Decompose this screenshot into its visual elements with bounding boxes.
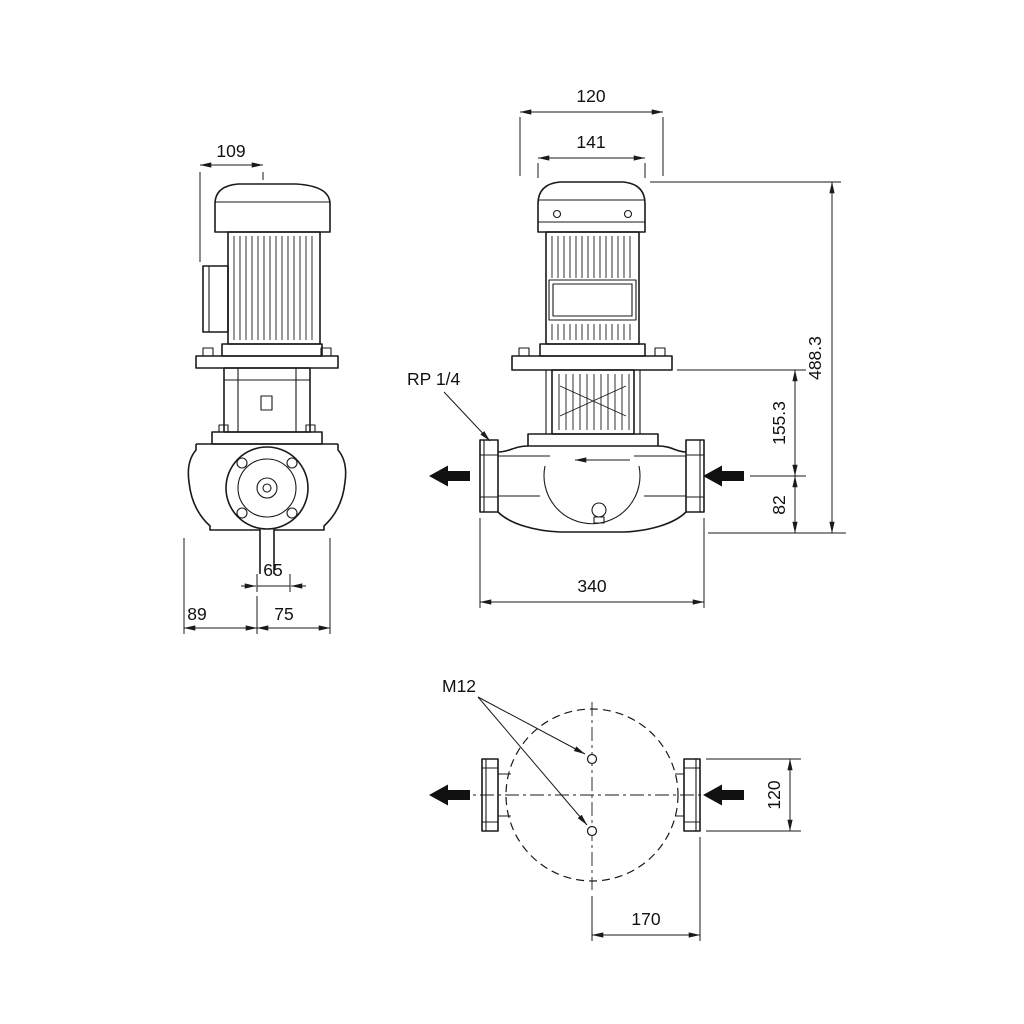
plan-right-flange — [675, 758, 701, 832]
front-view: RP 1/4 120 141 340 82 155.3 488.3 — [407, 86, 846, 608]
dimension-89-75: 89 75 — [183, 538, 331, 634]
dimension-65: 65 — [241, 560, 306, 592]
dim-label-109: 109 — [216, 141, 245, 161]
front-motor-base — [539, 343, 646, 357]
side-motor-base — [221, 343, 323, 357]
flow-arrow-left — [429, 784, 470, 806]
dimension-120-plan: 120 — [706, 758, 801, 832]
side-fan-cover — [214, 183, 331, 233]
plan-left-flange — [481, 758, 511, 832]
side-view: 109 65 89 75 — [183, 141, 347, 634]
dim-label-120-plan: 120 — [764, 780, 784, 809]
drain-pipe — [259, 528, 275, 574]
discharge-flange — [685, 439, 705, 513]
fan-screw — [623, 209, 633, 219]
bolt-hole — [236, 457, 248, 469]
dimension-109: 109 — [199, 141, 264, 262]
dim-label-170: 170 — [631, 909, 660, 929]
dim-label-155-3: 155.3 — [769, 401, 789, 445]
bolt-hole — [236, 507, 248, 519]
dim-label-65: 65 — [263, 560, 282, 580]
front-pump-housing — [479, 439, 705, 533]
flow-arrow-left — [429, 465, 470, 487]
front-coupling-guard — [545, 369, 641, 435]
drain-plug — [591, 502, 607, 518]
front-fan-cover — [537, 181, 646, 233]
dim-label-141: 141 — [576, 132, 605, 152]
front-motor-body — [545, 231, 640, 345]
suction-flange — [479, 439, 499, 513]
dimension-170: 170 — [591, 837, 701, 941]
bolt-hole — [286, 507, 298, 519]
dim-label-488-3: 488.3 — [805, 336, 825, 380]
bolt-hole — [286, 457, 298, 469]
dim-label-82: 82 — [769, 495, 789, 514]
side-pump-lantern — [223, 367, 311, 433]
flow-arrow-right — [703, 465, 744, 487]
m12-callout: M12 — [442, 676, 588, 826]
m12-hole-bottom — [586, 825, 598, 837]
side-motor-body — [227, 231, 321, 345]
side-lower-flange — [211, 424, 323, 445]
label-rp14: RP 1/4 — [407, 369, 460, 389]
gauge-port-callout: RP 1/4 — [407, 369, 491, 442]
dim-label-120-top: 120 — [576, 86, 605, 106]
dim-label-89: 89 — [187, 604, 206, 624]
m12-hole-top — [586, 753, 598, 765]
dim-label-340: 340 — [577, 576, 606, 596]
dimension-340: 340 — [479, 518, 705, 608]
dimension-141: 141 — [537, 132, 646, 178]
flow-arrow-right — [703, 784, 744, 806]
terminal-box — [548, 279, 637, 321]
dimension-120-top: 120 — [519, 86, 664, 176]
front-pump-top-flange — [527, 433, 659, 447]
label-m12: M12 — [442, 676, 476, 696]
fan-screw — [552, 209, 562, 219]
side-pump-housing — [187, 443, 347, 574]
dim-label-75: 75 — [274, 604, 293, 624]
side-mounting-plate — [195, 347, 339, 369]
plan-view: M12 120 170 — [429, 676, 801, 941]
height-dimensions: 82 155.3 488.3 — [650, 181, 846, 534]
side-terminal-box — [202, 265, 229, 333]
front-mounting-plate — [511, 347, 673, 371]
